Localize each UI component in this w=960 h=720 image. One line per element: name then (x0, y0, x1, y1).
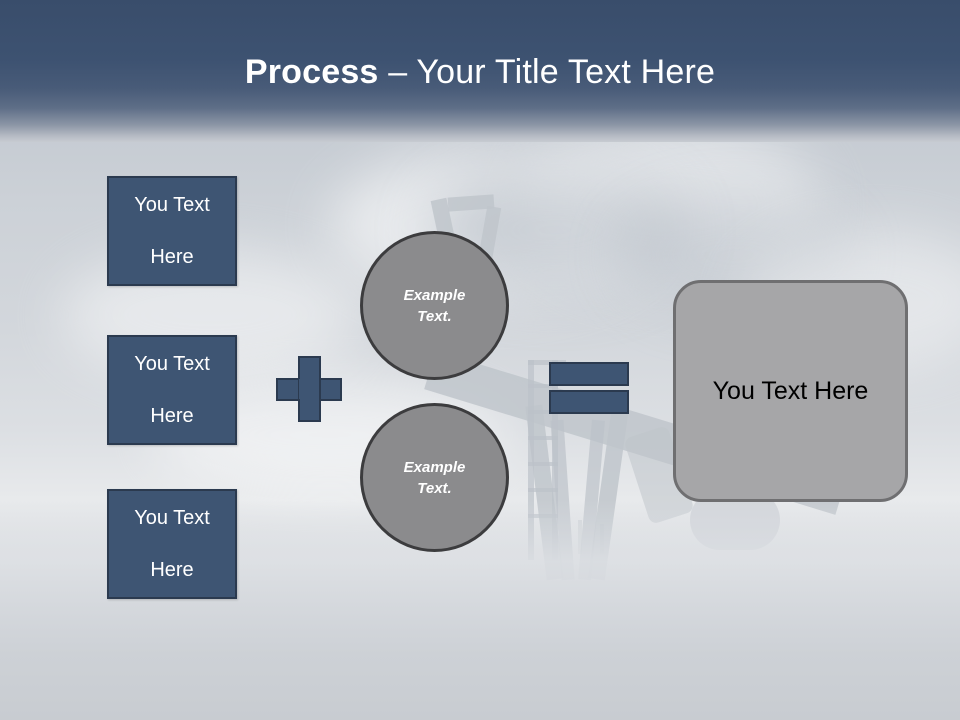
result-box-label: You Text Here (712, 376, 869, 405)
input-box-3-label: You Text Here (122, 505, 222, 583)
input-box-1-line2: Here (150, 246, 194, 268)
input-box-1-line1: You Text (134, 194, 210, 216)
process-circle-2-line2: Text. (417, 479, 452, 497)
derrick-ladder-rung (528, 436, 558, 440)
input-box-2[interactable]: You Text Here (107, 335, 237, 445)
input-box-3[interactable]: You Text Here (107, 489, 237, 599)
cloud-shape (520, 120, 820, 290)
process-circle-2-line1: Example (403, 458, 466, 476)
input-box-1-label: You Text Here (122, 192, 222, 270)
derrick-ladder-rung (528, 462, 558, 466)
plus-icon (276, 356, 342, 422)
derrick-ladder-rung (528, 384, 558, 388)
process-circle-1-line1: Example (403, 286, 466, 304)
header-band (0, 0, 960, 142)
process-circle-2-label: Example Text. (404, 457, 466, 499)
input-box-2-label: You Text Here (122, 351, 222, 429)
input-box-1[interactable]: You Text Here (107, 176, 237, 286)
derrick-platform (528, 360, 566, 365)
process-circle-1-label: Example Text. (404, 285, 466, 327)
plus-icon-center (299, 379, 319, 399)
derrick-ladder-rung (528, 410, 558, 414)
input-box-2-line2: Here (150, 405, 194, 427)
process-circle-1[interactable]: Example Text. (360, 231, 509, 380)
result-box[interactable]: You Text Here (673, 280, 908, 502)
process-circle-2[interactable]: Example Text. (360, 403, 509, 552)
input-box-3-line1: You Text (134, 507, 210, 529)
page-title-rest: – Your Title Text Here (378, 53, 716, 91)
derrick-ladder-rail (552, 360, 558, 560)
equals-icon-top-bar (549, 362, 629, 386)
input-box-3-line2: Here (150, 559, 194, 581)
page-title: Process – Your Title Text Here (0, 52, 960, 92)
equals-icon-bottom-bar (549, 390, 629, 414)
page-title-strong: Process (244, 53, 379, 91)
process-circle-1-line2: Text. (417, 307, 452, 325)
derrick-ladder-rail (528, 360, 534, 560)
input-box-2-line1: You Text (134, 353, 210, 375)
derrick-ladder-rung (528, 488, 558, 492)
